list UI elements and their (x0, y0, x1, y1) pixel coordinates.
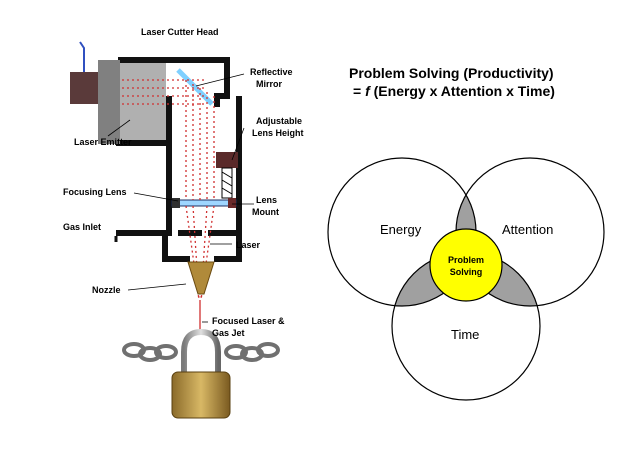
label-reflective-mirror-1: Reflective (250, 67, 293, 77)
laser-emitter (70, 41, 166, 144)
laser-cutter-diagram: Laser Cutter Head (63, 27, 304, 419)
formula: Problem Solving (Productivity) = f (Ener… (349, 65, 555, 99)
label-laser-emitter: Laser Emitter (74, 137, 132, 147)
laser-beam (122, 79, 215, 301)
reflective-mirror (176, 68, 214, 106)
label-nozzle: Nozzle (92, 285, 121, 295)
formula-line-2: = f (Energy x Attention x Time) (353, 83, 555, 99)
label-focusing-lens: Focusing Lens (63, 187, 127, 197)
nozzle (187, 261, 215, 295)
overlap-attention-time (456, 252, 540, 306)
venn-label-energy: Energy (380, 222, 422, 237)
venn-label-time: Time (451, 327, 479, 342)
label-laser: Laser (236, 240, 261, 250)
center-label-1: Problem (448, 255, 484, 265)
venn-label-attention: Attention (502, 222, 553, 237)
label-gas-inlet: Gas Inlet (63, 222, 101, 232)
venn-diagram: Energy Attention Time Problem Solving (327, 157, 605, 401)
overlap-energy-time (392, 252, 476, 306)
problem-solving-center (429, 228, 503, 302)
formula-line-1: Problem Solving (Productivity) (349, 65, 554, 81)
label-focused-1: Focused Laser & (212, 316, 285, 326)
label-lens-mount-2: Mount (252, 207, 279, 217)
chain-and-padlock (122, 328, 280, 419)
label-reflective-mirror-2: Mirror (256, 79, 283, 89)
adjustable-lens-height (216, 152, 238, 199)
leader-lines (107, 73, 254, 323)
focusing-lens (171, 198, 237, 208)
label-adjustable-1: Adjustable (256, 116, 302, 126)
center-label-2: Solving (450, 267, 483, 277)
label-focused-2: Gas Jet (212, 328, 245, 338)
label-lens-mount-1: Lens (256, 195, 277, 205)
diagram-title: Laser Cutter Head (141, 27, 219, 37)
label-adjustable-2: Lens Height (252, 128, 304, 138)
